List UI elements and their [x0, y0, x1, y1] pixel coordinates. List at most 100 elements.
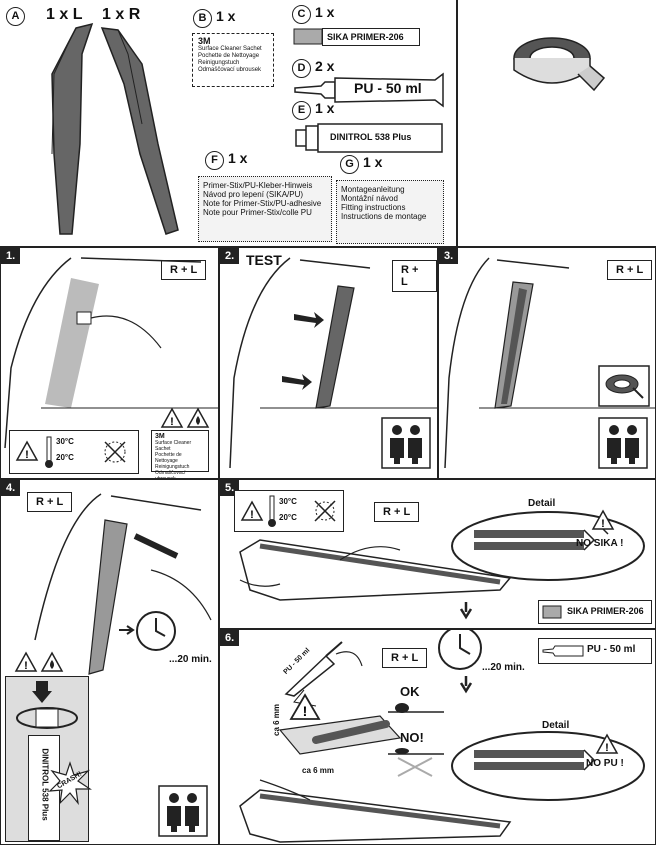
step-6-detail-warning-icon: !: [595, 733, 619, 754]
sachet-line-2: Pochette de Nettoyage: [198, 53, 260, 59]
step-4-clock-icon: [136, 611, 176, 651]
step-6-down-arrow-icon: [459, 676, 473, 694]
step-2-panel: 2. TEST R + L: [219, 247, 438, 479]
svg-text:!: !: [24, 660, 28, 672]
instructions-line-1: Montageanleitung: [341, 185, 405, 194]
item-g-letter: G: [340, 155, 359, 174]
step-3-two-person-icon: [598, 417, 648, 469]
item-a-qty-left: 1 x L: [46, 6, 83, 23]
item-a-label: A: [6, 6, 29, 26]
step-1-sachet-icon: 3M Surface Cleaner Sachet Pochette de Ne…: [151, 430, 209, 478]
step-1-sachet-line-4: Odmaščovací ubrousek: [155, 470, 186, 479]
step-1-no-frost-icon: [104, 441, 126, 463]
item-a-qty-right: 1 x R: [102, 6, 141, 23]
sachet-line-1: Surface Cleaner Sachet: [198, 46, 262, 52]
step-3-number: 3.: [439, 248, 459, 264]
wind-deflector-left-illustration: [51, 22, 94, 235]
sika-primer-label: SIKA PRIMER-206: [322, 28, 420, 46]
item-a-letter: A: [6, 7, 25, 26]
item-d-qty: 2 x: [315, 58, 335, 74]
primer-note-line-2: Návod pro lepení (SIKA/PU): [203, 190, 304, 199]
step-6-width-dimension: ca 6 mm: [302, 766, 335, 775]
step-2-number: 2.: [220, 248, 240, 264]
step-6-correct-bead-icon: [388, 703, 444, 713]
step-6-clock-icon: [438, 630, 482, 670]
svg-text:!: !: [170, 416, 174, 428]
step-5-primer-application-illustration: [239, 539, 512, 601]
item-f-letter: F: [205, 151, 224, 170]
item-b-qty: 1 x: [216, 8, 236, 24]
primer-note-line-3: Note for Primer-Stix/PU-adhesive: [203, 199, 322, 208]
step-5-temp-low: 20°C: [279, 513, 297, 522]
step-1-temperature-box: ! 30°C 20°C: [9, 430, 139, 474]
step-5-primer-stick-icon: [542, 605, 562, 619]
pu-tube-illustration: [294, 72, 444, 108]
step-4-panel: 4. R + L ...20 min. ! DINITROL 538 Plus …: [0, 479, 219, 845]
instructions-line-4: Instructions de montage: [341, 212, 427, 221]
sachet-brand: 3M: [198, 36, 211, 46]
step-5-thermometer-icon: [268, 495, 276, 527]
step-6-tube-opening-illustration: [284, 641, 363, 697]
step-1-side-label: R + L: [161, 260, 207, 280]
step-6-ok-label: OK: [400, 684, 420, 699]
svg-text:!: !: [25, 449, 29, 461]
step-6-product-label: PU - 50 ml: [587, 644, 636, 655]
step-6-bead-application-illustration: [239, 689, 512, 843]
step-2-side-label: R + L: [392, 260, 437, 292]
step-1-sachet-line-2: Pochette de Nettoyage: [155, 452, 182, 464]
wind-deflector-right-illustration: [100, 27, 179, 235]
step-4-crash-burst-icon: [48, 761, 92, 806]
item-e-qty: 1 x: [315, 100, 335, 116]
tape-roll-panel: [457, 0, 656, 247]
step-6-no-label: NO!: [400, 730, 424, 745]
step-6-panel: 6. ...20 min. R + L PU - 50 ml PU - 50 m…: [219, 629, 656, 845]
item-d-letter: D: [292, 59, 311, 78]
step-5-no-sika-warning: NO SIKA !: [576, 538, 624, 549]
step-2-two-person-icon: [381, 417, 431, 469]
step-6-no-pu-warning: NO PU !: [586, 758, 624, 769]
dinitrol-tube-illustration: [295, 123, 443, 153]
step-2-title: TEST: [246, 252, 282, 268]
step-5-temp-high: 30°C: [279, 497, 297, 506]
step-6-incorrect-bead-icon: [388, 748, 444, 777]
sachet-line-3: Reinigungstuch: [198, 60, 240, 66]
primer-note-leaflet: Primer-Stix/PU-Kleber-Hinweis Návod pro …: [198, 176, 332, 242]
step-4-activator-application-illustration: [34, 493, 212, 675]
step-3-panel: 3. R + L: [438, 247, 656, 479]
step-1-temp-low: 20°C: [56, 453, 74, 462]
primer-note-line-1: Primer-Stix/PU-Kleber-Hinweis: [203, 181, 313, 190]
step-5-no-frost-icon: [314, 500, 336, 522]
primer-note-line-4: Note pour Primer-Stix/colle PU: [203, 208, 312, 217]
step-1-thermometer-icon: [45, 436, 53, 468]
step-4-twist-cap-icon: [16, 707, 78, 729]
item-b-letter: B: [193, 9, 212, 28]
step-5-warning-icon: !: [591, 509, 615, 530]
step-1-sachet-line-1: Surface Cleaner Sachet: [155, 440, 192, 452]
step-6-detail-label: Detail: [542, 720, 570, 731]
item-c-letter: C: [292, 5, 311, 24]
step-5-temperature-box: ! 30°C 20°C: [234, 490, 344, 532]
dinitrol-label: DINITROL 538 Plus: [330, 132, 412, 142]
step-1-car-rear-illustration: [4, 257, 218, 449]
step-5-side-label: R + L: [374, 502, 420, 522]
step-5-product-box: SIKA PRIMER-206: [538, 600, 652, 624]
step-4-warning-icon: !: [14, 651, 38, 672]
step-4-tube-text: DINITROL 538 Plus: [40, 748, 50, 821]
step-4-two-person-icon: [158, 785, 208, 837]
step-6-height-dimension: ca 6 mm: [272, 703, 281, 736]
step-4-down-arrow-icon: [32, 681, 52, 703]
step-2-test-fit-illustration: [229, 257, 437, 469]
step-4-number: 4.: [1, 480, 21, 496]
svg-text:!: !: [605, 742, 609, 754]
step-1-warning-icon: !: [160, 407, 184, 428]
step-4-side-label: R + L: [27, 492, 73, 512]
step-4-wait-time: ...20 min.: [169, 654, 212, 665]
sachet-line-4: Odmaščovací ubrousek: [198, 67, 262, 73]
double-sided-tape-roll-icon: [513, 37, 606, 92]
